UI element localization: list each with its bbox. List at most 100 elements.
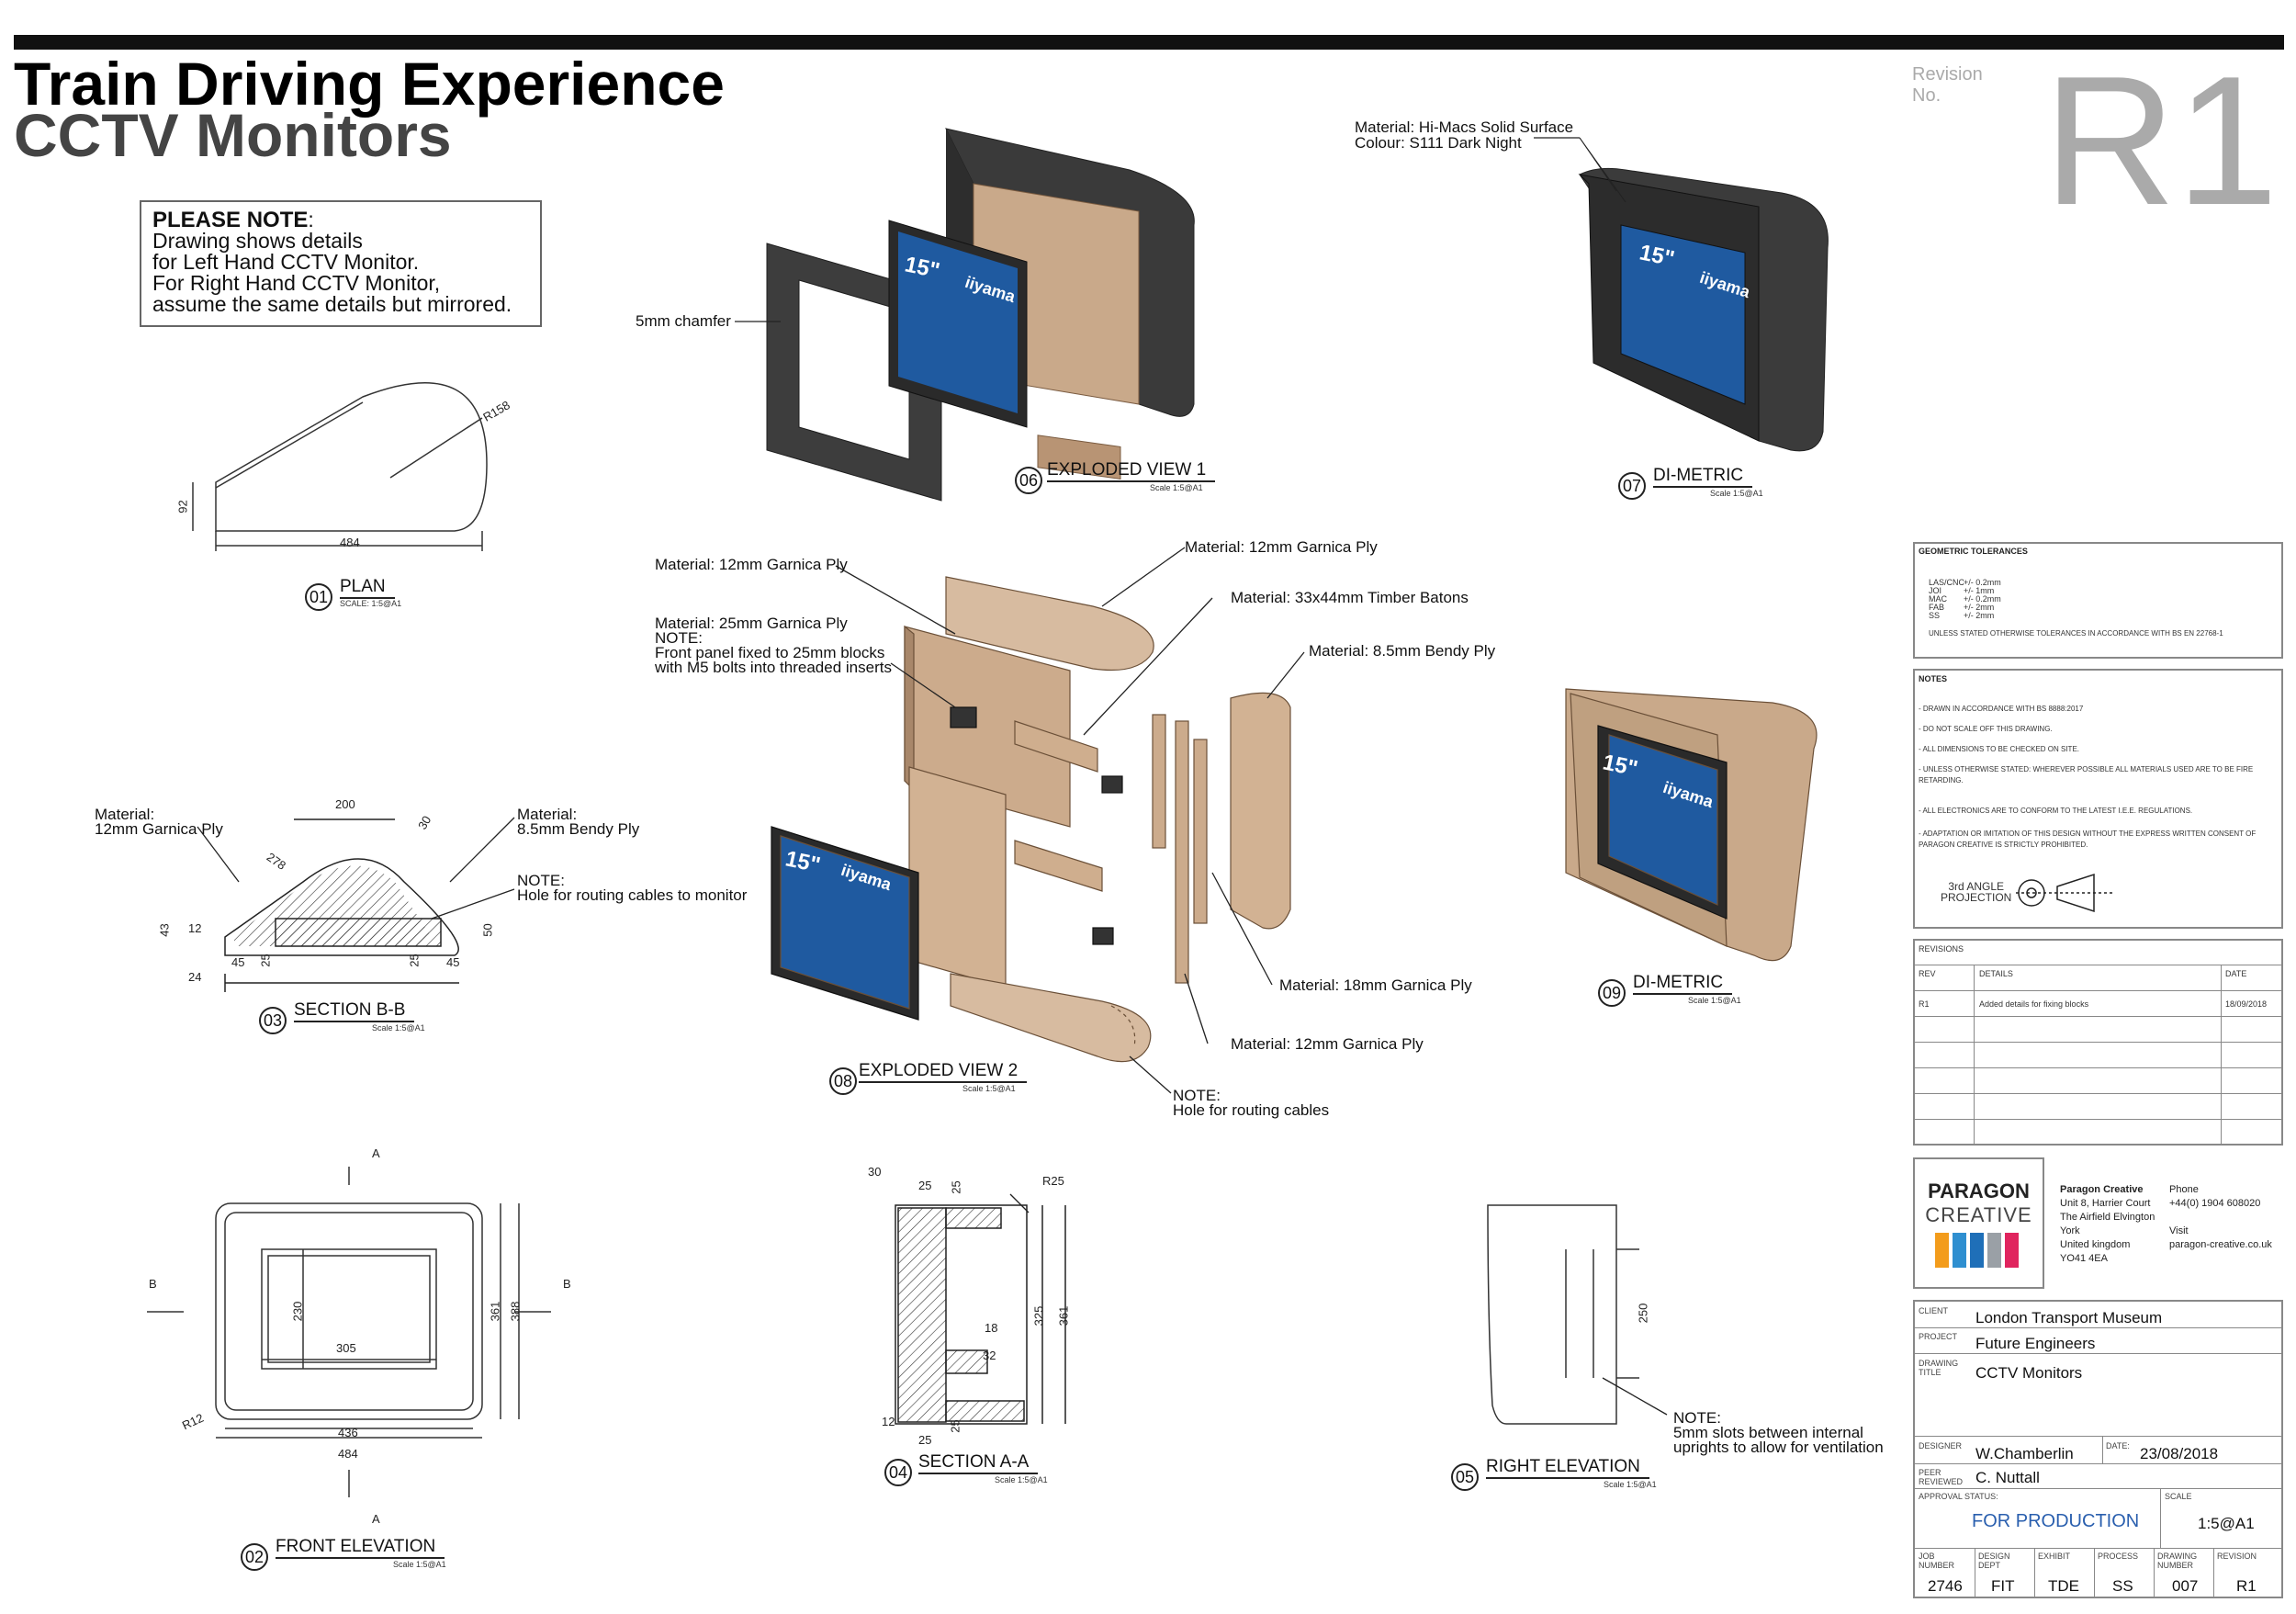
tol-value: +/- 0.2mm [1964, 578, 2001, 587]
dim: 45 [446, 955, 460, 969]
view-number-04: 04 [884, 1459, 912, 1486]
design-dept-label: DESIGN DEPT [1978, 1552, 2010, 1570]
phone-number: +44(0) 1904 608020 [2169, 1198, 2261, 1209]
drawing-subtitle: CCTV Monitors [14, 101, 452, 169]
section-marker-b: B [149, 1277, 157, 1291]
tolerance-list: LAS/CNC+/- 0.2mm JOI+/- 1mm MAC+/- 0.2mm… [1929, 579, 2001, 620]
designer-label: DESIGNER [1919, 1441, 1963, 1450]
dim: 25 [407, 954, 422, 967]
dim: 45 [231, 955, 245, 969]
dim: 325 [1031, 1305, 1046, 1326]
dim: 484 [338, 1447, 358, 1461]
divider [1915, 1436, 2281, 1437]
callout-note-text: with M5 bolts into threaded inserts [655, 659, 892, 676]
divider [2160, 1488, 2161, 1548]
dim: 484 [340, 536, 360, 549]
view-scale: Scale 1:5@A1 [962, 1084, 1016, 1093]
callout-12mm-ply-bottom: Material: 12mm Garnica Ply [1231, 1035, 1424, 1053]
drawing-number: 007 [2172, 1577, 2199, 1595]
peer-label: PEER REVIEWED [1919, 1468, 1964, 1486]
divider [2102, 1436, 2103, 1463]
dim: 92 [175, 500, 190, 514]
view-number-02: 02 [241, 1543, 268, 1571]
view-scale: SCALE: 1:5@A1 [340, 599, 402, 608]
callout-12mm-ply: Material: 12mm Garnica Ply [655, 556, 848, 573]
address-line: York [2060, 1225, 2080, 1236]
note-item: - UNLESS OTHERWISE STATED: WHEREVER POSS… [1919, 765, 2254, 784]
dim: 50 [480, 923, 495, 937]
slots-note-text: 5mm slots between internal [1673, 1424, 1863, 1441]
view-scale: Scale 1:5@A1 [1150, 483, 1203, 492]
logo-bar [1935, 1233, 1949, 1268]
approval-label: APPROVAL STATUS: [1919, 1492, 1998, 1501]
note-item: - DO NOT SCALE OFF THIS DRAWING. [1919, 725, 2053, 733]
project-value: Future Engineers [1975, 1335, 2096, 1352]
callout-12mm-ply-top: Material: 12mm Garnica Ply [1185, 538, 1378, 556]
address-line: Unit 8, Harrier Court [2060, 1198, 2151, 1209]
peer-value: C. Nuttall [1975, 1469, 2040, 1486]
dim: R25 [1042, 1174, 1064, 1188]
section-material-right: Material: [517, 806, 578, 823]
callout-chamfer: 5mm chamfer [636, 312, 731, 330]
divider [2213, 1548, 2214, 1598]
address-line: United kingdom [2060, 1239, 2131, 1250]
dim: 25 [258, 954, 273, 967]
view-title-section-aa: SECTION A-A [918, 1452, 1039, 1474]
dim: 230 [290, 1301, 305, 1322]
logo-bar [1953, 1233, 1966, 1268]
dim: 25 [949, 1180, 963, 1194]
company-address: Paragon Creative Unit 8, Harrier Court T… [2060, 1183, 2155, 1266]
dim: 436 [338, 1426, 358, 1439]
exhibit-label: EXHIBIT [2038, 1552, 2071, 1561]
divider [2034, 1548, 2035, 1598]
tol-value: +/- 2mm [1964, 611, 1995, 620]
view-title-dimetric-1: DI-METRIC [1653, 466, 1753, 488]
plan-view [192, 382, 488, 551]
logo-wordmark: PARAGON [1928, 1179, 2030, 1202]
view-number-06: 06 [1015, 467, 1042, 494]
notes-heading: NOTES [1919, 674, 1948, 683]
tol-value: +/- 0.2mm [1964, 594, 2001, 604]
notes-box: NOTES - DRAWN IN ACCORDANCE WITH BS 8888… [1913, 669, 2283, 929]
view-number-08: 08 [829, 1067, 857, 1095]
please-note-box: PLEASE NOTE: Drawing shows details for L… [140, 200, 542, 327]
revision-label-cell: REVISION [2217, 1552, 2257, 1561]
company-name: Paragon Creative [2060, 1184, 2144, 1195]
scale-label: SCALE [2165, 1492, 2192, 1501]
section-marker-b-right: B [563, 1277, 571, 1291]
tol-key: LAS/CNC [1929, 578, 1965, 587]
divider [1915, 1067, 2281, 1068]
leader-lines [197, 137, 1668, 1416]
logo-bar [1987, 1233, 2001, 1268]
view-title-section-bb: SECTION B-B [294, 1000, 415, 1022]
visit-label: Visit [2169, 1225, 2189, 1236]
view-number-05: 05 [1451, 1463, 1479, 1491]
exploded-view-2 [771, 576, 1291, 1063]
drawing-title: Train Driving Experience [14, 50, 725, 118]
projection-symbol [2016, 873, 2112, 913]
divider [1915, 1548, 2281, 1549]
drawing-title-value: CCTV Monitors [1975, 1364, 2083, 1382]
projection-label-1: 3rd ANGLE [1948, 880, 2005, 893]
dim: 250 [1636, 1303, 1650, 1324]
note-item: - ALL DIMENSIONS TO BE CHECKED ON SITE. [1919, 745, 2080, 753]
callout-note: NOTE: [655, 629, 703, 647]
dim: 25 [918, 1433, 932, 1447]
revisions-col-date: DATE [2225, 969, 2247, 978]
view-number-03: 03 [259, 1007, 287, 1034]
job-number-label: JOB NUMBER [1919, 1552, 1955, 1570]
front-elevation [147, 1167, 551, 1497]
dim: 361 [1056, 1305, 1071, 1326]
scale-value: 1:5@A1 [2198, 1515, 2255, 1532]
view-scale: Scale 1:5@A1 [1604, 1480, 1657, 1489]
revision-label: Revision [1912, 64, 1983, 85]
slots-note-text: uprights to allow for ventilation [1673, 1439, 1884, 1456]
section-note: NOTE: [517, 872, 565, 889]
website: paragon-creative.co.uk [2169, 1239, 2272, 1250]
phone-label: Phone [2169, 1184, 2199, 1195]
revisions-heading: REVISIONS [1919, 944, 1964, 954]
tol-value: +/- 1mm [1964, 586, 1995, 595]
tol-value: +/- 2mm [1964, 603, 1995, 612]
view-number-09: 09 [1598, 979, 1626, 1007]
